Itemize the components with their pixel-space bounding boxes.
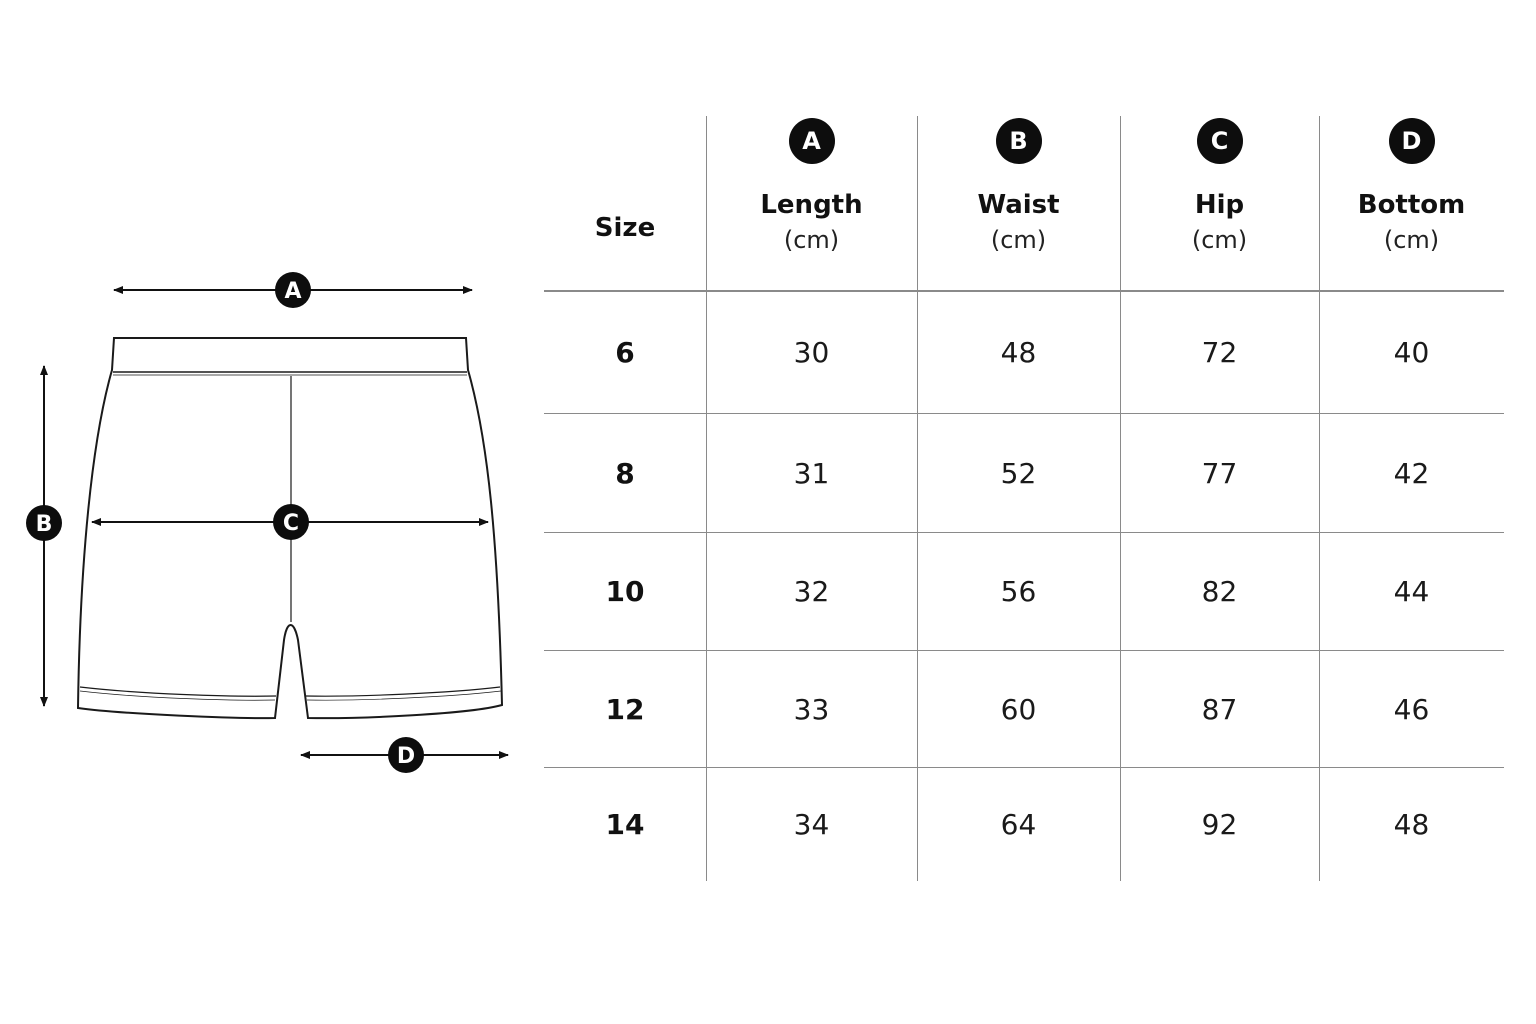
length-value: 30 [793,335,830,369]
marker-d-badge: D [1388,118,1435,164]
length-value: 32 [793,575,830,608]
header-divider [544,290,1504,292]
shorts-diagram: A B C D [26,272,509,773]
waist-value: 48 [1000,335,1037,369]
measure-a: A [113,272,473,308]
left-hem-stitch [79,686,277,697]
header-bottom-unit: (cm) [1383,226,1440,254]
right-hem-stitch-inner [306,690,502,701]
size-table: Size A Length (cm) B Waist (cm) C Hip (c… [544,116,1504,881]
marker-b-circle [26,505,62,541]
waist-value: 52 [1000,456,1037,490]
marker-a-text: A [284,279,301,304]
marker-d-text: D [397,744,415,769]
hip-value: 72 [1201,335,1238,369]
size-cell: 8 [615,456,635,490]
length-value: 34 [793,808,830,841]
size-cell: 12 [605,692,645,726]
header-bottom-label: Bottom [1357,190,1466,220]
marker-b-badge: B [995,118,1042,164]
column-divider [1319,116,1320,881]
marker-d-circle [388,737,424,773]
header-hip: C Hip (cm) [1120,118,1319,290]
waist-value: 60 [1000,692,1037,726]
marker-a-circle [275,272,311,308]
measure-b: B [26,365,62,707]
header-length-unit: (cm) [783,226,840,254]
bottom-value: 42 [1393,456,1430,490]
size-cell: 10 [605,575,645,608]
column-divider [706,116,707,881]
length-value: 31 [793,456,830,490]
bottom-value: 48 [1393,808,1430,841]
row-divider [544,767,1504,768]
marker-c-badge: C [1196,118,1243,164]
hip-value: 92 [1201,808,1238,841]
marker-c-text: C [283,511,299,536]
shorts-outline [76,337,504,720]
bottom-value: 40 [1393,335,1430,369]
column-divider [917,116,918,881]
header-waist: B Waist (cm) [917,118,1120,290]
bottom-value: 44 [1393,575,1430,608]
hip-value: 77 [1201,456,1238,490]
hip-value: 87 [1201,692,1238,726]
marker-a-badge: A [788,118,835,164]
marker-b-text: B [36,512,53,537]
length-value: 33 [793,692,830,726]
hip-value: 82 [1201,575,1238,608]
left-hem-stitch-inner [79,690,276,701]
header-length-label: Length [760,190,863,220]
marker-c-circle [273,504,309,540]
header-hip-label: Hip [1194,190,1245,220]
size-cell: 14 [605,808,645,841]
header-waist-label: Waist [977,190,1060,220]
size-cell: 6 [615,335,635,369]
column-divider [1120,116,1121,881]
right-hem-stitch [305,686,501,697]
size-column-header: Size [594,213,656,243]
header-waist-unit: (cm) [990,226,1047,254]
waist-value: 56 [1000,575,1037,608]
header-length: A Length (cm) [706,118,917,290]
bottom-value: 46 [1393,692,1430,726]
shorts-body [76,337,504,720]
measure-d: D [300,737,509,773]
row-divider [544,413,1504,414]
row-divider [544,650,1504,651]
header-hip-unit: (cm) [1191,226,1248,254]
row-divider [544,532,1504,533]
waist-value: 64 [1000,808,1037,841]
measure-c: C [91,504,489,540]
header-bottom: D Bottom (cm) [1319,118,1504,290]
